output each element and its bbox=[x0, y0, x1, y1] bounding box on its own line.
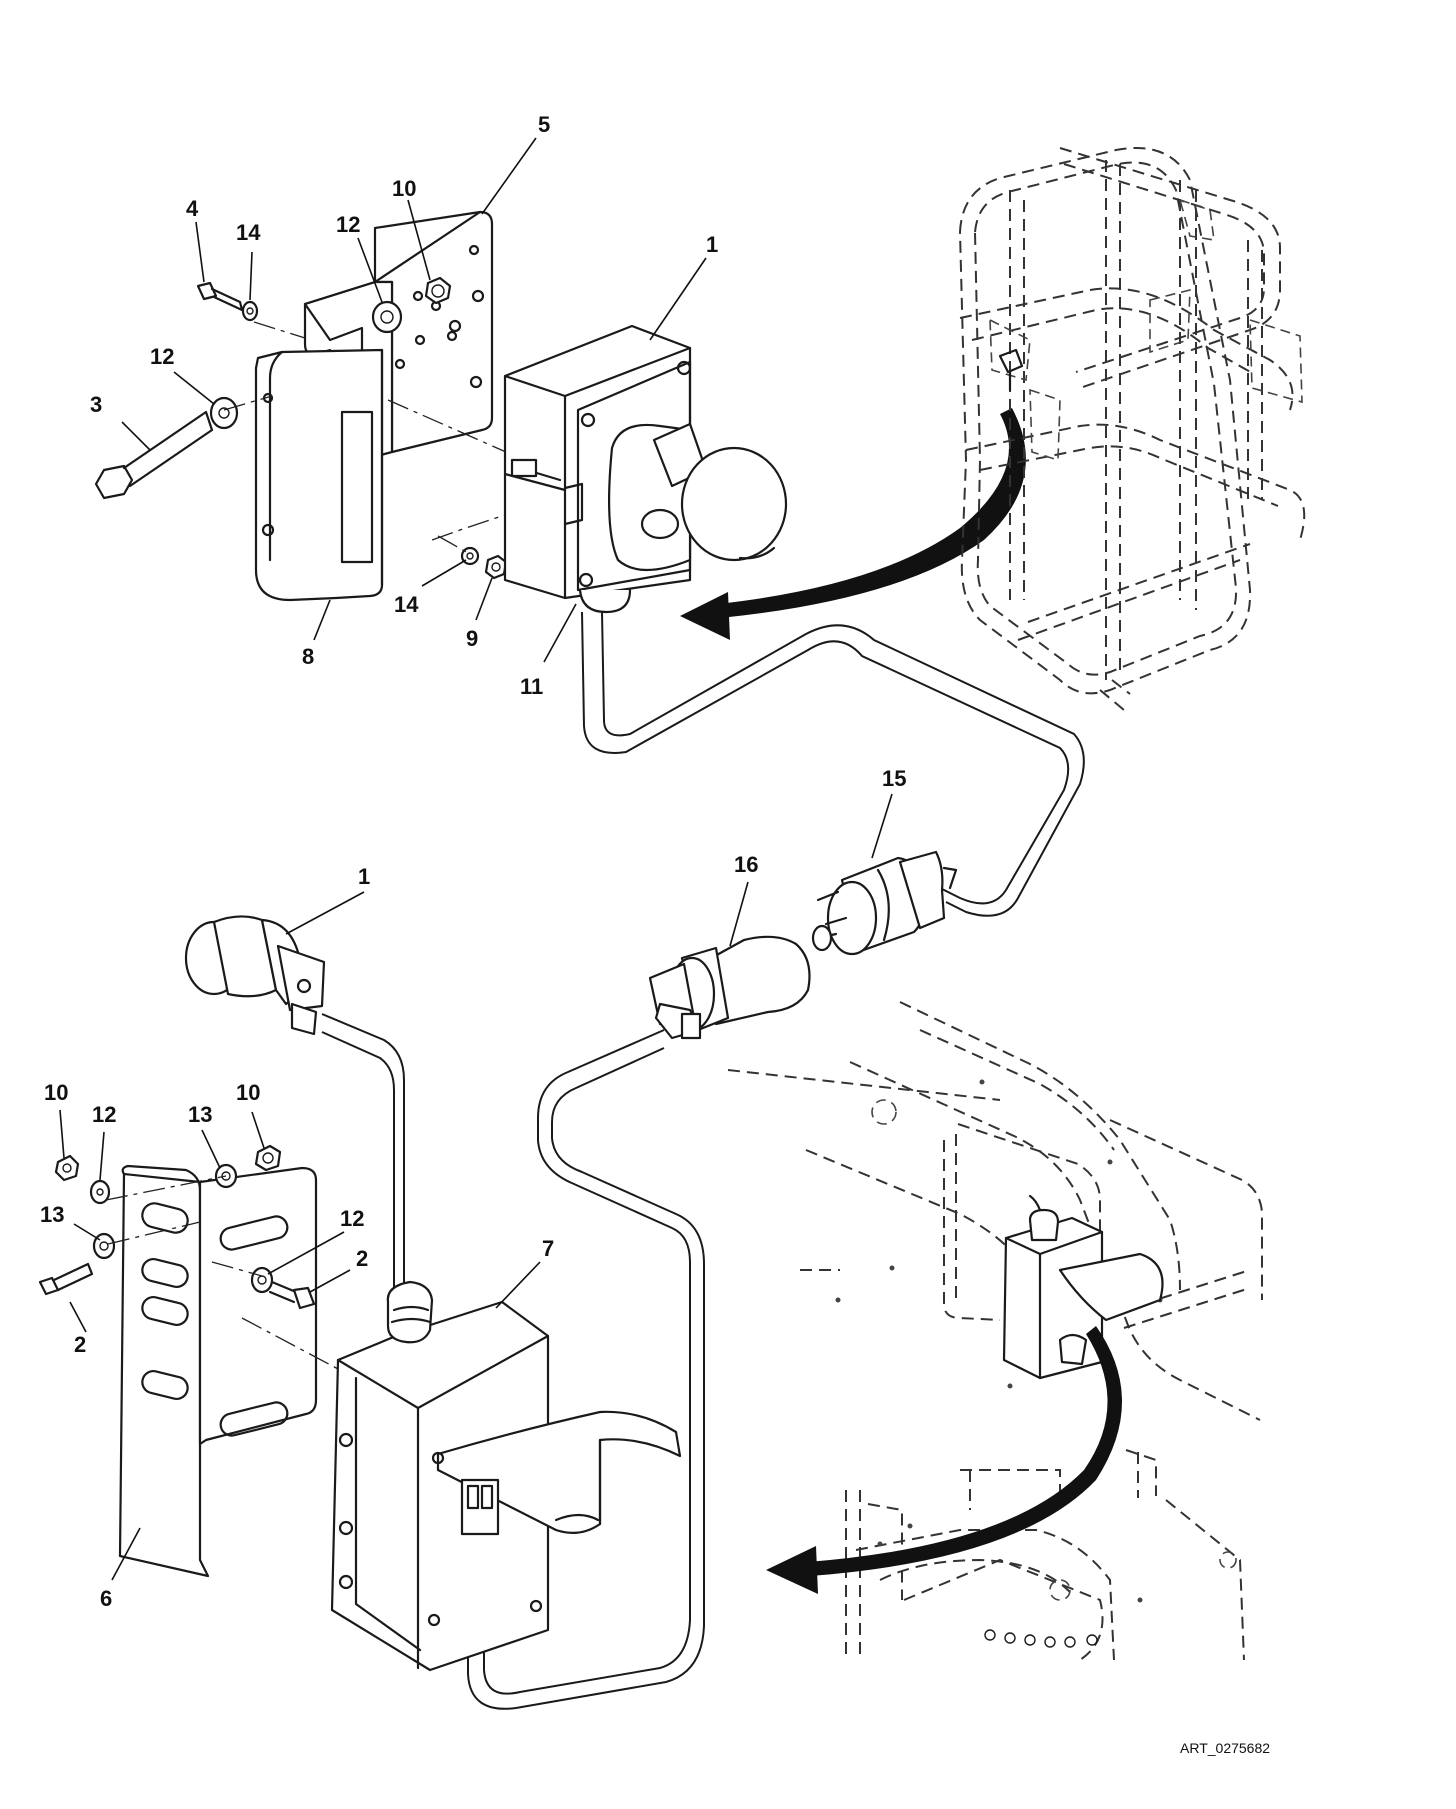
platform-basket-phantom bbox=[958, 147, 1306, 711]
callout-1: 1 bbox=[706, 232, 718, 257]
callout-5: 5 bbox=[538, 112, 550, 137]
callout-9: 9 bbox=[466, 626, 478, 651]
callout-2: 2 bbox=[74, 1332, 86, 1357]
callout-11: 11 bbox=[520, 674, 543, 699]
receptacle-enclosure-lower bbox=[330, 1280, 682, 1672]
leader-lines bbox=[59, 137, 893, 1581]
plug-connector bbox=[811, 850, 958, 956]
callout-15: 15 bbox=[882, 766, 906, 791]
callout-12: 12 bbox=[92, 1102, 116, 1127]
callout-12: 12 bbox=[340, 1206, 364, 1231]
connector-receptacle bbox=[648, 935, 811, 1040]
basket-receptacle bbox=[998, 348, 1024, 392]
figure-id: ART_0275682 bbox=[1180, 1740, 1270, 1756]
callout-7: 7 bbox=[542, 1236, 554, 1261]
callout-4: 4 bbox=[186, 196, 199, 221]
callout-3: 3 bbox=[90, 392, 102, 417]
hardware-upper bbox=[94, 276, 521, 580]
callout-1: 1 bbox=[358, 864, 370, 889]
callout-16: 16 bbox=[734, 852, 758, 877]
receptacle-enclosure-upper bbox=[503, 324, 788, 614]
cable-upper bbox=[581, 611, 1085, 917]
callout-13: 13 bbox=[188, 1102, 212, 1127]
arrow-icon-upper bbox=[680, 408, 1026, 640]
callout-10: 10 bbox=[44, 1080, 68, 1105]
callout-12: 12 bbox=[336, 212, 360, 237]
callout-14: 14 bbox=[236, 220, 261, 245]
slotted-bracket bbox=[118, 1164, 318, 1578]
arrow-icon-lower bbox=[766, 1326, 1122, 1594]
callout-13: 13 bbox=[40, 1202, 64, 1227]
hardware-lower bbox=[38, 1144, 341, 1371]
chassis-receptacle bbox=[1002, 1194, 1164, 1380]
connector-lower bbox=[184, 915, 326, 1036]
cable-lower-loop bbox=[467, 1029, 705, 1710]
callout-14: 14 bbox=[394, 592, 419, 617]
callout-6: 6 bbox=[100, 1586, 112, 1611]
cable-lower-left bbox=[321, 1013, 405, 1290]
callout-8: 8 bbox=[302, 644, 314, 669]
callout-10: 10 bbox=[392, 176, 416, 201]
callout-2: 2 bbox=[356, 1246, 368, 1271]
channel-bracket bbox=[254, 348, 384, 602]
callout-12: 12 bbox=[150, 344, 174, 369]
callout-labels: 5 10 4 14 12 1 12 3 14 9 8 11 15 1 16 10… bbox=[40, 112, 1270, 1756]
callout-10: 10 bbox=[236, 1080, 260, 1105]
